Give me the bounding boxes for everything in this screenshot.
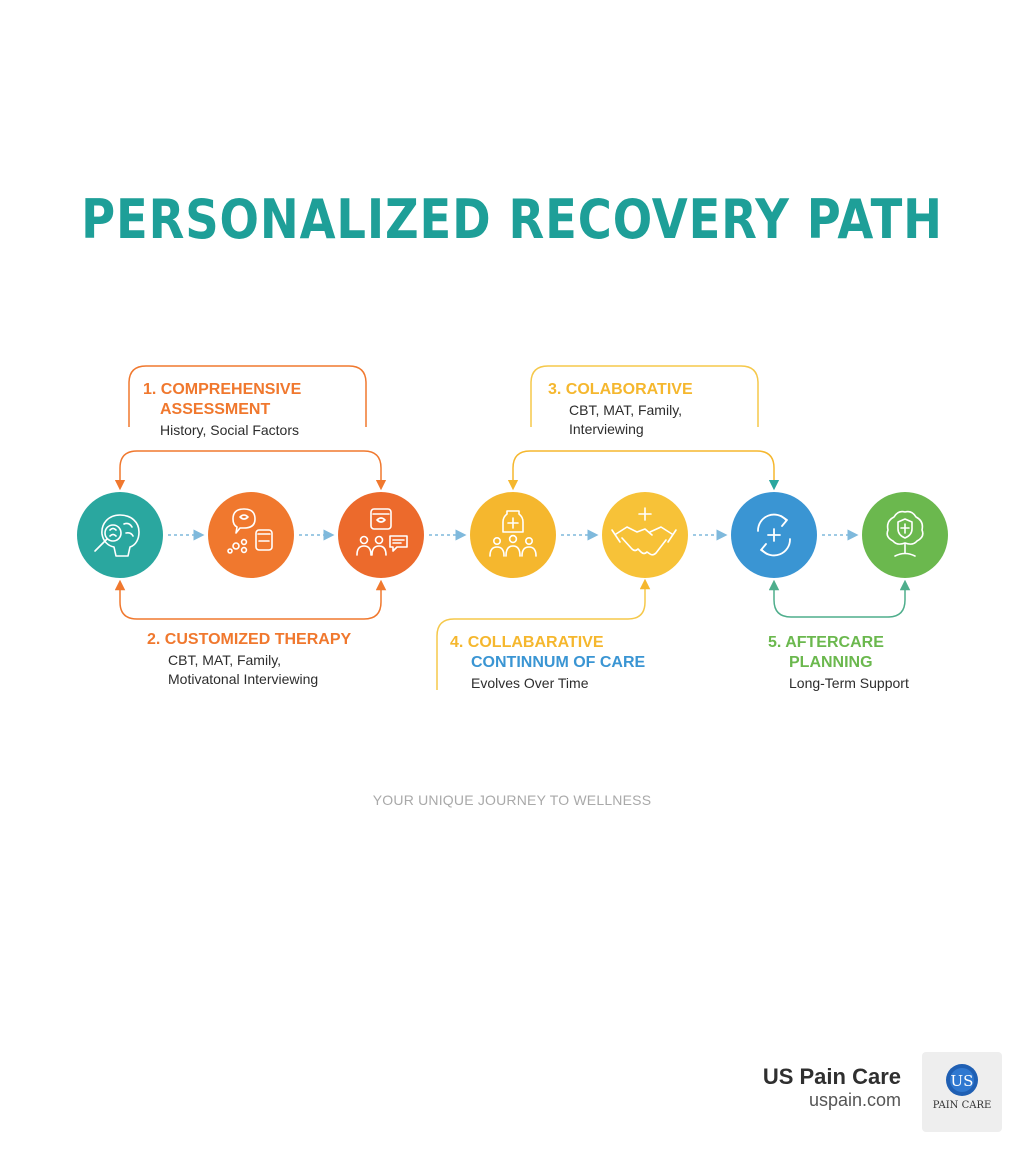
step3-bracket <box>530 365 759 427</box>
step-5-title-line2: PLANNING <box>789 654 873 671</box>
step-3-number: 3. <box>548 381 562 398</box>
step-3-desc-line1: CBT, MAT, Family, <box>569 402 683 418</box>
step-2-description: CBT, MAT, Family, Motivatonal Interviewi… <box>147 651 351 689</box>
stage-circle-7 <box>862 492 948 578</box>
cycle-icon <box>757 513 791 557</box>
step-2-number: 2. <box>147 631 161 648</box>
stage-circle-3 <box>338 492 424 578</box>
handshake-icon <box>611 507 677 556</box>
step-2-desc-line1: CBT, MAT, Family, <box>168 652 282 668</box>
step-5-title-line1: AFTERCARE <box>785 634 884 651</box>
loop-arrow-bottom-6-7 <box>768 579 911 618</box>
step-4-title-line1: COLLABARATIVE <box>467 634 604 651</box>
step-4-number: 4. <box>450 634 464 651</box>
brain-magnifier-icon <box>94 514 140 557</box>
step-1-title-line2: ASSESSMENT <box>160 401 271 418</box>
step-4-label: 4. COLLABARATIVE CONTINNUM OF CARE Evolv… <box>450 633 645 693</box>
step-3-label: 3. COLABORATIVE CBT, MAT, Family, Interv… <box>548 380 693 439</box>
step-1-title-line1: COMPREHENSIVE <box>160 381 302 398</box>
logo-text: PAIN CARE <box>932 1100 992 1111</box>
step-5-number: 5. <box>768 634 782 651</box>
loop-arrow-top-4-6 <box>507 450 780 491</box>
loop-arrow-bottom-1-3 <box>114 579 387 620</box>
step-4-title-line2: CONTINNUM OF CARE <box>471 654 646 671</box>
step-2-label: 2. CUSTOMIZED THERAPY CBT, MAT, Family, … <box>147 630 351 689</box>
step-3-desc-line2: Interviewing <box>569 421 644 437</box>
step-4-description: Evolves Over Time <box>471 675 589 691</box>
speech-pills-icon <box>227 508 273 554</box>
brand-name: US Pain Care <box>762 1064 901 1089</box>
step1-bracket <box>128 365 367 427</box>
group-medication-icon <box>356 508 408 556</box>
step-3-title: 3. COLABORATIVE <box>548 380 693 400</box>
step-3-title-line1: COLABORATIVE <box>565 381 693 398</box>
step-2-desc-line2: Motivatonal Interviewing <box>168 671 319 687</box>
step-1-description: History, Social Factors <box>160 422 299 438</box>
logo-mark: US <box>951 1072 974 1090</box>
recovery-flow-diagram <box>77 365 948 690</box>
brand-logo: US PAIN CARE <box>922 1052 1002 1132</box>
step-1-title: 1. COMPREHENSIVE ASSESSMENT <box>143 380 301 420</box>
loop-arrow-top-1-3 <box>114 450 387 491</box>
stage-circle-5 <box>602 492 688 578</box>
step-1-number: 1. <box>143 381 157 398</box>
us-logo-icon: US <box>946 1064 978 1096</box>
brand-url: uspain.com <box>808 1090 901 1110</box>
step-5-title: 5. AFTERCARE PLANNING <box>768 633 909 673</box>
tagline: YOUR UNIQUE JOURNEY TO WELLNESS <box>372 792 652 808</box>
step4-bracket <box>436 578 651 690</box>
step-5-label: 5. AFTERCARE PLANNING Long-Term Support <box>768 633 909 693</box>
tree-shield-icon <box>886 510 924 557</box>
page-title: PERSONALIZED RECOVERY PATH <box>81 188 943 251</box>
step-4-title: 4. COLLABARATIVE CONTINNUM OF CARE <box>450 633 645 673</box>
step-2-title: 2. CUSTOMIZED THERAPY <box>147 630 351 650</box>
step-5-description: Long-Term Support <box>789 675 909 691</box>
team-medication-icon <box>489 510 537 557</box>
step-3-description: CBT, MAT, Family, Interviewing <box>548 401 693 439</box>
stage-circle-2 <box>208 492 294 578</box>
step-1-label: 1. COMPREHENSIVE ASSESSMENT History, Soc… <box>143 380 301 440</box>
step-2-title-line1: CUSTOMIZED THERAPY <box>164 631 352 648</box>
